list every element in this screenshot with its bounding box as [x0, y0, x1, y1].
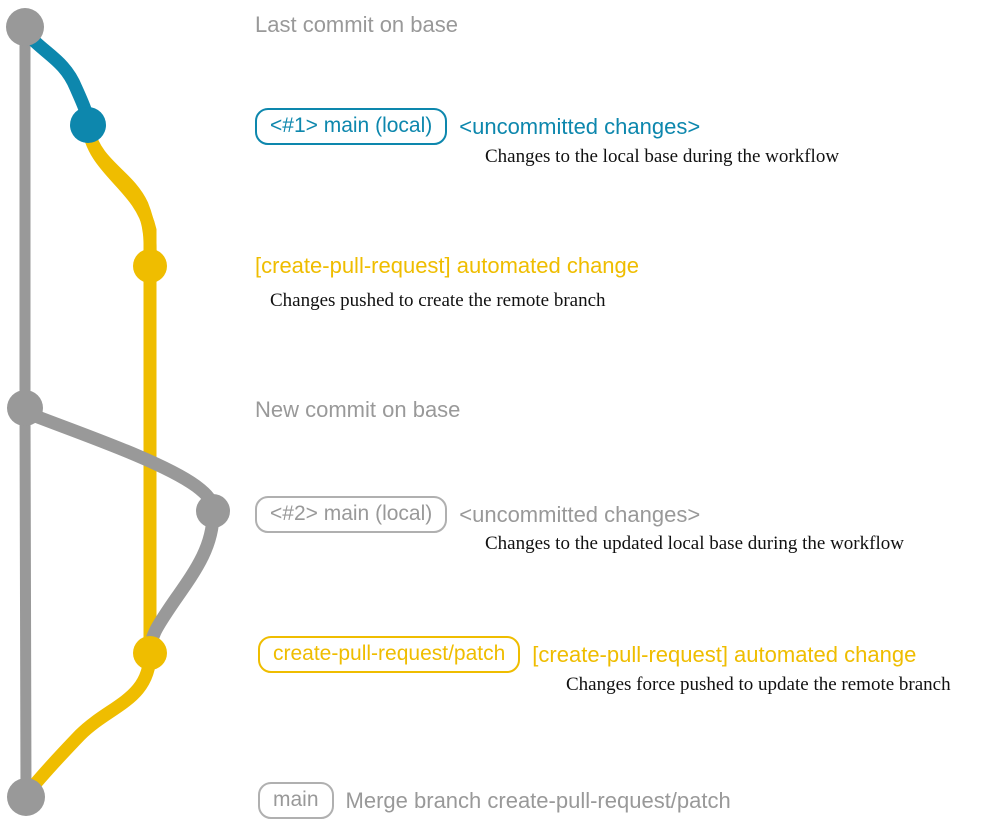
node-local-1[interactable]: [70, 107, 106, 143]
row-local-main-2: <#2> main (local) <uncommitted changes>: [255, 496, 700, 533]
row-merge-commit: main Merge branch create-pull-request/pa…: [258, 782, 731, 819]
pill-local-main-1[interactable]: <#1> main (local): [255, 108, 448, 145]
headline-new-commit-on-base: New commit on base: [255, 397, 461, 422]
note-local-main-1: Changes to the local base during the wor…: [485, 146, 840, 167]
row-new-commit-on-base: New commit on base: [255, 397, 460, 423]
row-automated-change-2: create-pull-request/patch [create-pull-r…: [258, 636, 916, 673]
headline-merge-commit: Merge branch create-pull-request/patch: [345, 787, 731, 813]
pill-local-main-2[interactable]: <#2> main (local): [255, 496, 448, 533]
row-last-commit-on-base: Last commit on base: [255, 12, 458, 38]
note-automated-change-2: Changes force pushed to update the remot…: [566, 674, 951, 695]
headline-uncommitted-changes-2: <uncommitted changes>: [459, 501, 701, 527]
pill-create-pull-request-patch[interactable]: create-pull-request/patch: [258, 636, 521, 673]
note-local-main-2: Changes to the updated local base during…: [485, 533, 904, 554]
node-base-top[interactable]: [6, 8, 44, 46]
row-automated-change-1: [create-pull-request] automated change: [255, 253, 639, 279]
node-base-new[interactable]: [7, 390, 43, 426]
note-automated-change-1: Changes pushed to create the remote bran…: [270, 290, 606, 311]
local-branch-line-2-down: [143, 504, 220, 660]
patch-branch-merge-line: [19, 646, 157, 802]
headline-last-commit-on-base: Last commit on base: [255, 12, 458, 37]
patch-branch-curve-upper: [81, 123, 157, 273]
row-local-main-1: <#1> main (local) <uncommitted changes>: [255, 108, 700, 145]
pill-main[interactable]: main: [258, 782, 334, 819]
node-patch-1[interactable]: [133, 249, 167, 283]
node-merge[interactable]: [7, 778, 45, 816]
headline-automated-change-2: [create-pull-request] automated change: [532, 641, 917, 667]
local-branch-line-2: [18, 405, 220, 518]
headline-uncommitted-changes-1: <uncommitted changes>: [459, 113, 701, 139]
node-patch-2[interactable]: [133, 636, 167, 670]
headline-automated-change-1: [create-pull-request] automated change: [255, 253, 640, 278]
node-local-2[interactable]: [196, 494, 230, 528]
